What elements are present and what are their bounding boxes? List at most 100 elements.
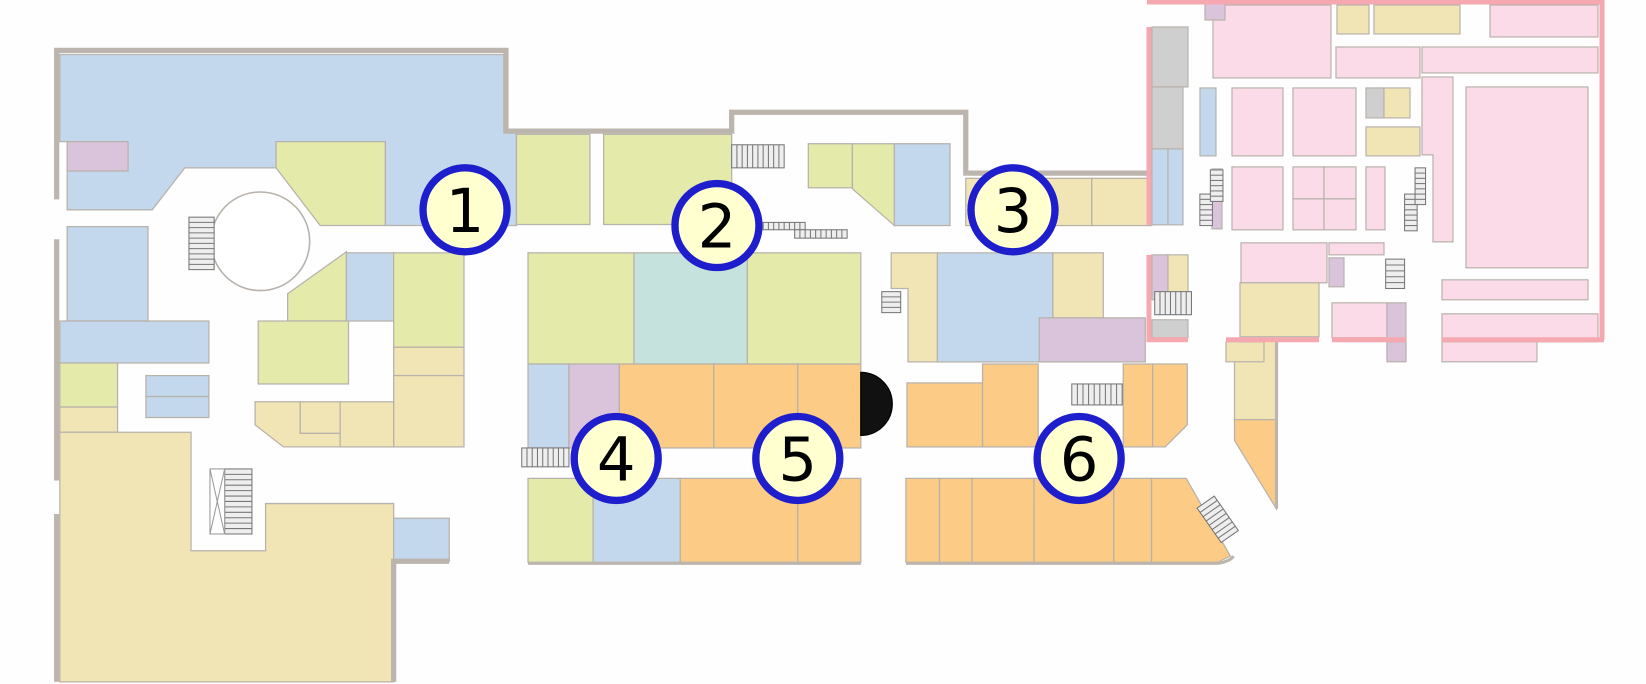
shop-unit[interactable] [393, 252, 465, 348]
marker-circle[interactable] [967, 164, 1059, 256]
shop-unit[interactable] [527, 252, 635, 365]
shop-unit[interactable] [1331, 302, 1388, 339]
shop-unit[interactable] [1365, 166, 1386, 231]
shop-unit[interactable] [275, 140, 386, 227]
escalator-step [1199, 499, 1218, 513]
shop-unit[interactable] [807, 143, 854, 189]
shop-unit[interactable] [906, 382, 984, 448]
shop-unit[interactable] [1151, 363, 1188, 448]
exterior-wall [391, 558, 450, 682]
shop-unit[interactable] [59, 362, 119, 408]
escalator-step [1202, 504, 1221, 518]
shop-unit[interactable] [1225, 341, 1265, 363]
shop-unit[interactable] [1489, 4, 1599, 38]
shop-unit[interactable] [59, 406, 119, 433]
shop-unit[interactable] [1122, 363, 1154, 448]
map-marker-3[interactable]: 3 [967, 164, 1059, 256]
shop-unit[interactable] [1091, 177, 1153, 227]
shop-unit[interactable] [393, 346, 465, 377]
shop-unit[interactable] [393, 517, 450, 562]
shop-unit[interactable] [1328, 242, 1385, 256]
shop-unit[interactable] [1231, 87, 1284, 157]
shop-unit[interactable] [1421, 46, 1599, 74]
shop-unit[interactable] [299, 401, 341, 434]
shop-unit[interactable] [1292, 87, 1357, 157]
shop-unit[interactable] [1365, 87, 1385, 119]
exterior-wall [54, 47, 1152, 200]
shop-unit[interactable] [1167, 148, 1184, 226]
shop-unit[interactable] [1323, 198, 1357, 231]
shop-unit[interactable] [59, 320, 210, 364]
shop-unit[interactable] [145, 374, 210, 398]
shop-unit[interactable] [936, 252, 1054, 363]
shop-unit[interactable] [1233, 419, 1278, 512]
escalator-icon [188, 216, 215, 271]
shop-unit[interactable] [1150, 477, 1232, 563]
map-marker-4[interactable]: 4 [570, 412, 662, 505]
marker-circle[interactable] [1033, 412, 1125, 505]
map-marker-1[interactable]: 1 [419, 164, 511, 256]
shop-unit[interactable] [938, 477, 973, 563]
marker-circle[interactable] [671, 179, 763, 272]
escalator-frame [521, 447, 570, 468]
shop-unit[interactable] [59, 431, 395, 683]
escalator-icon [731, 144, 785, 169]
shop-unit[interactable] [1151, 86, 1184, 150]
shop-unit[interactable] [1292, 198, 1325, 231]
shop-unit[interactable] [1239, 282, 1320, 338]
shop-unit[interactable] [1328, 257, 1345, 288]
shop-unit[interactable] [1204, 0, 1226, 21]
shop-unit[interactable] [1212, 4, 1332, 79]
shop-unit[interactable] [981, 363, 1039, 448]
shop-unit[interactable] [905, 477, 941, 563]
shop-unit[interactable] [1373, 4, 1461, 35]
shop-unit[interactable] [851, 143, 896, 227]
shop-unit[interactable] [1365, 126, 1421, 157]
elevator-cross [209, 468, 226, 535]
shop-unit[interactable] [1336, 4, 1370, 35]
shop-unit[interactable] [746, 252, 862, 365]
shop-unit[interactable] [1441, 341, 1538, 363]
shop-unit[interactable] [145, 395, 210, 419]
shop-unit[interactable] [1421, 76, 1454, 243]
shop-unit[interactable] [1465, 86, 1589, 269]
map-marker-2[interactable]: 2 [671, 179, 763, 272]
shop-unit[interactable] [1113, 477, 1153, 563]
shop-unit[interactable] [393, 374, 465, 448]
shop-unit[interactable] [1231, 166, 1284, 231]
shop-unit[interactable] [1386, 341, 1407, 363]
shop-unit[interactable] [633, 252, 749, 365]
map-marker-5[interactable]: 5 [752, 412, 844, 505]
shop-unit[interactable] [1383, 87, 1411, 119]
shop-unit[interactable] [66, 225, 149, 322]
shop-unit[interactable] [1199, 87, 1217, 157]
shop-unit[interactable] [971, 477, 1035, 563]
map-marker-6[interactable]: 6 [1033, 412, 1125, 505]
marker-circle[interactable] [752, 412, 844, 505]
shop-unit[interactable] [527, 477, 594, 563]
shop-unit[interactable] [1323, 166, 1357, 200]
shop-unit[interactable] [1038, 317, 1146, 363]
shop-unit[interactable] [257, 320, 350, 385]
shop-unit[interactable] [66, 140, 129, 172]
shop-unit[interactable] [339, 401, 395, 448]
shop-unit[interactable] [1151, 26, 1189, 88]
escalator-step [1217, 525, 1236, 539]
escalator-icon [881, 291, 902, 314]
shop-unit[interactable] [1292, 166, 1325, 200]
marker-label: 4 [597, 426, 636, 496]
shop-unit[interactable] [1441, 313, 1599, 343]
shop-unit[interactable] [1151, 319, 1189, 339]
marker-circle[interactable] [570, 412, 662, 505]
shop-unit[interactable] [1151, 148, 1169, 226]
shop-unit[interactable] [345, 252, 395, 322]
shop-unit[interactable] [515, 133, 591, 226]
shop-unit[interactable] [1335, 46, 1421, 79]
shop-unit[interactable] [1441, 279, 1589, 301]
marker-circle[interactable] [419, 164, 511, 256]
shop-unit[interactable] [1052, 252, 1104, 319]
shop-unit[interactable] [893, 143, 951, 227]
shop-unit[interactable] [527, 363, 570, 449]
shop-unit[interactable] [1240, 242, 1328, 284]
